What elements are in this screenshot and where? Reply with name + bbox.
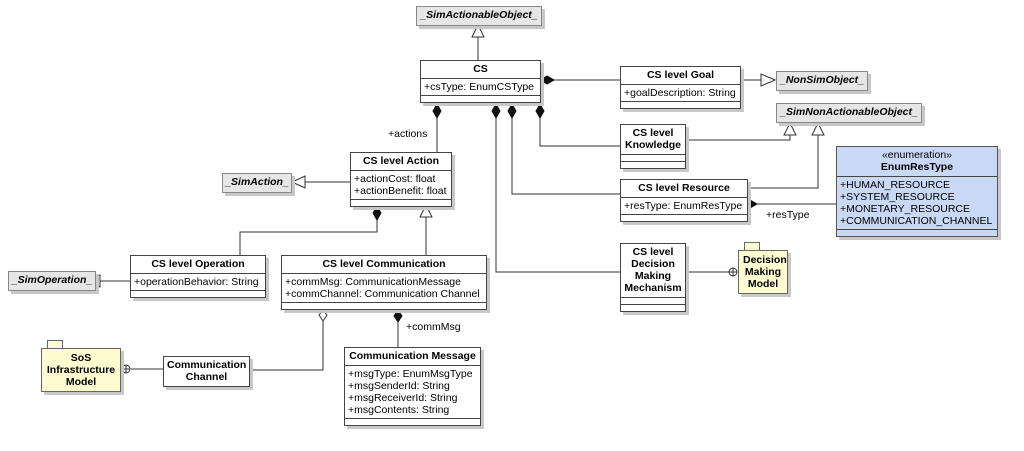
diamond-cs-dmm xyxy=(491,102,501,120)
enum-values: +HUMAN_RESOURCE +SYSTEM_RESOURCE +MONETA… xyxy=(837,176,997,229)
action-attrs: +actionCost: float +actionBenefit: float xyxy=(351,170,451,199)
diamond-aggregation-channel xyxy=(318,309,328,322)
sos-infrastructure-model-label: SoS Infrastructure Model xyxy=(41,348,121,392)
actions-role-label: +actions xyxy=(388,128,428,140)
communication-class-name: CS level Communication xyxy=(322,258,446,270)
knowledge-generalization-line xyxy=(686,135,791,141)
diamond-cs-goal xyxy=(540,75,556,85)
resource-class-name: CS level Resource xyxy=(638,182,730,194)
message-class-name: Communication Message xyxy=(349,350,476,362)
cs-class-name: CS xyxy=(473,63,488,75)
decision-making-model-label: Decision Making Model xyxy=(738,250,788,294)
diamond-action-operation xyxy=(372,204,382,222)
goal-attr: +goalDescription: String xyxy=(621,84,740,101)
communication-attrs: +commMsg: CommunicationMessage +commChan… xyxy=(282,273,486,302)
sim-action-class[interactable]: _SimAction_ xyxy=(222,173,292,193)
triangle-action xyxy=(419,203,433,218)
channel-class-name: Communication Channel xyxy=(167,359,247,383)
enum-name: EnumResType xyxy=(880,161,954,173)
cs-class[interactable]: CS +csType: EnumCSType xyxy=(420,60,541,103)
sos-infrastructure-model-package[interactable]: SoS Infrastructure Model xyxy=(41,340,121,392)
cs-level-knowledge-class[interactable]: CS level Knowledge xyxy=(620,124,686,169)
cs-level-action-class[interactable]: CS level Action +actionCost: float +acti… xyxy=(350,152,452,207)
sim-non-actionable-object-class[interactable]: _SimNonActionableObject_ xyxy=(776,103,922,123)
cs-dmm-link xyxy=(495,118,620,273)
triangle-sim-actionable xyxy=(471,23,485,38)
non-sim-object-class[interactable]: _NonSimObject_ xyxy=(776,71,868,91)
cs-level-operation-class[interactable]: CS level Operation +operationBehavior: S… xyxy=(130,255,266,298)
sim-operation-class[interactable]: _SimOperation_ xyxy=(8,271,96,291)
cs-attr: +csType: EnumCSType xyxy=(421,78,540,95)
operation-class-name: CS level Operation xyxy=(151,258,245,270)
action-class-name: CS level Action xyxy=(362,155,440,167)
cs-level-goal-class[interactable]: CS level Goal +goalDescription: String xyxy=(620,66,741,109)
diamond-cs-action xyxy=(432,102,442,120)
knowledge-class-name: CS level Knowledge xyxy=(624,127,681,151)
cs-resource-link xyxy=(511,118,620,195)
diamond-cs-resource xyxy=(507,102,517,120)
enum-res-type[interactable]: «enumeration» EnumResType +HUMAN_RESOURC… xyxy=(836,146,998,237)
package-tab xyxy=(744,242,760,250)
triangle-sim-non-actionable-b xyxy=(811,121,825,136)
resource-generalization-line xyxy=(748,135,819,189)
cs-level-decision-making-mechanism-class[interactable]: CS level Decision Making Mechanism xyxy=(620,243,686,312)
operation-attr: +operationBehavior: String xyxy=(131,273,265,290)
communication-channel-link xyxy=(250,320,324,371)
communication-channel-class[interactable]: Communication Channel xyxy=(163,356,250,387)
restype-role-label: +resType xyxy=(766,209,810,221)
goal-class-name: CS level Goal xyxy=(646,69,715,81)
sim-actionable-object-class[interactable]: _SimActionableObject_ xyxy=(416,6,542,26)
cs-knowledge-link xyxy=(539,118,620,147)
resource-attr: +resType: EnumResType xyxy=(621,197,747,214)
triangle-sim-non-actionable-a xyxy=(783,121,797,136)
decision-making-model-package[interactable]: Decision Making Model xyxy=(738,242,788,294)
diamond-communication-message xyxy=(393,309,403,323)
dmm-class-name: CS level Decision Making Mechanism xyxy=(624,246,682,294)
diamond-cs-knowledge xyxy=(535,102,545,120)
cs-level-resource-class[interactable]: CS level Resource +resType: EnumResType xyxy=(620,179,748,222)
communication-message-class[interactable]: Communication Message +msgType: EnumMsgT… xyxy=(344,347,481,426)
message-attrs: +msgType: EnumMsgType +msgSenderId: Stri… xyxy=(345,365,480,418)
commmsg-role-label: +commMsg xyxy=(406,321,461,333)
triangle-non-sim xyxy=(760,73,777,87)
action-operation-link xyxy=(239,220,378,255)
package-tab xyxy=(47,340,63,348)
triangle-sim-action xyxy=(290,175,306,189)
cs-level-communication-class[interactable]: CS level Communication +commMsg: Communi… xyxy=(281,255,487,310)
enum-stereotype: «enumeration» xyxy=(881,149,953,161)
